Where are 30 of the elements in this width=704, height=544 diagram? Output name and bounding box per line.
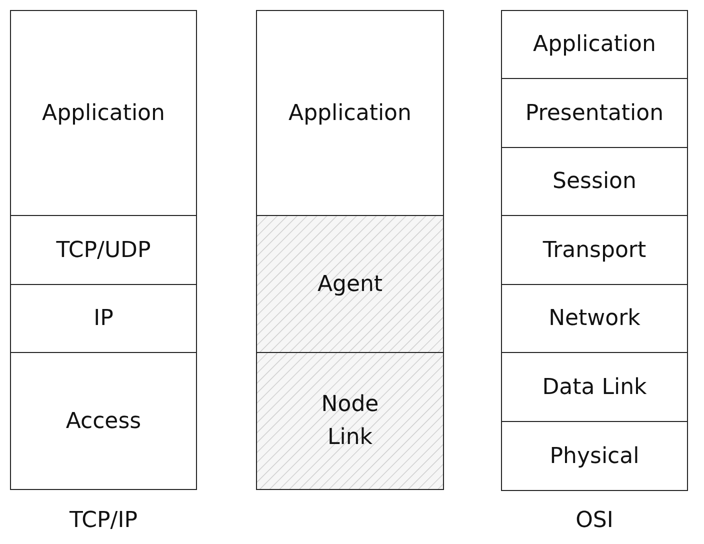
layer-label: Node Link <box>321 391 379 452</box>
layer-box <box>10 10 197 216</box>
layer-label: Session <box>552 168 636 196</box>
layer-box <box>501 421 688 491</box>
layer-box <box>256 10 444 216</box>
layer-box <box>501 215 688 285</box>
layer-box <box>10 215 197 285</box>
column-caption: TCP/IP <box>68 508 138 533</box>
layer-box <box>501 284 688 353</box>
layer-label: Access <box>66 408 142 436</box>
layer-label: TCP/UDP <box>56 236 151 264</box>
layer-box <box>501 352 688 422</box>
layer-box <box>501 10 688 79</box>
layer-label: IP <box>94 305 114 333</box>
hatched-layer-box <box>256 215 444 353</box>
layer-label: Application <box>42 100 165 128</box>
layer-label: Transport <box>542 236 646 264</box>
layer-label: Application <box>288 100 412 128</box>
layer-label: Network <box>548 305 640 333</box>
layer-label: Agent <box>317 270 383 298</box>
hatched-layer-box <box>256 352 444 490</box>
layer-label: Data Link <box>542 374 647 402</box>
layer-box <box>501 78 688 148</box>
layer-box <box>10 284 197 353</box>
layer-box <box>10 352 197 490</box>
layer-label: Application <box>533 31 656 59</box>
layer-label: Physical <box>550 442 640 470</box>
column-caption: OSI <box>574 508 614 533</box>
layer-label: Presentation <box>525 100 664 128</box>
layer-box <box>501 147 688 216</box>
